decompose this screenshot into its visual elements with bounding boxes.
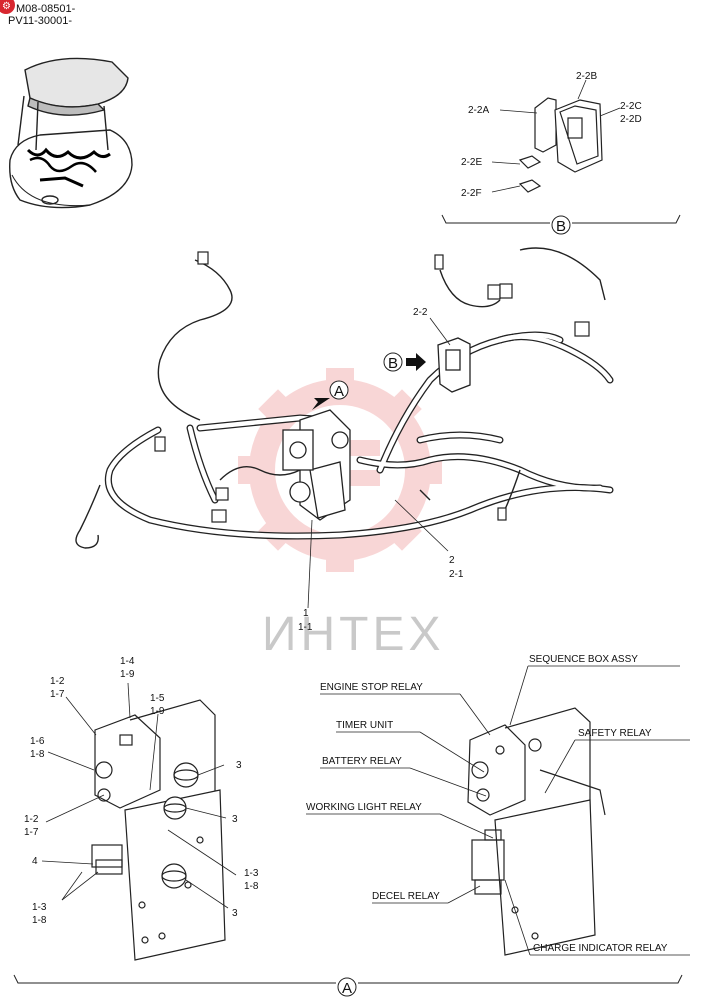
detail-b-view: 2-2A 2-2B 2-2C 2-2D 2-2E 2-2F B (441, 71, 681, 235)
label-harness: 2 (449, 555, 455, 566)
detail-a-right-drawing (467, 707, 606, 956)
view-a-marker: A (312, 380, 349, 410)
part-label-2-2D: 2-2D (620, 114, 642, 125)
serial-range-1: M08-08501- (16, 3, 76, 15)
view-a-marker-letter: A (334, 383, 344, 400)
label-1-5: 1-5 (150, 693, 165, 704)
brand-badge-symbol: ⚙ (2, 1, 11, 12)
relay-2-2-mini (437, 337, 471, 393)
label-1-7-top: 1-7 (50, 689, 65, 700)
detail-b-callout-letter: B (556, 218, 566, 235)
label-engine-stop-relay: ENGINE STOP RELAY (320, 682, 423, 693)
label-1-8-right: 1-8 (244, 881, 259, 892)
label-1-6: 1-6 (30, 736, 45, 747)
label-safety-relay: SAFETY RELAY (578, 728, 652, 739)
detail-a-bracket (13, 974, 683, 984)
detail-a-left-leaders (41, 682, 237, 909)
label-1-8-left: 1-8 (32, 915, 47, 926)
watermark: ИНТЕХ (238, 368, 445, 661)
label-1-3-right: 1-3 (244, 868, 259, 879)
serial-range-2: PV11-30001- (8, 15, 72, 27)
part-label-2-2B: 2-2B (576, 71, 597, 82)
detail-b-bracket (441, 214, 681, 224)
relay-2-2-drawing (518, 97, 603, 193)
label-1-7-mid: 1-7 (24, 827, 39, 838)
label-1-3-left: 1-3 (32, 902, 47, 913)
label-1-8-top: 1-8 (30, 749, 45, 760)
view-b-arrow-icon (406, 353, 426, 371)
view-b-marker-letter: B (388, 355, 398, 372)
part-label-2-2F: 2-2F (461, 188, 482, 199)
label-harness-sub: 2-1 (449, 569, 464, 580)
label-1-9-top: 1-9 (120, 669, 135, 680)
wiring-harness-assembly (75, 247, 614, 549)
label-timer-unit: TIMER UNIT (336, 720, 393, 731)
detail-a-right-leaders (306, 665, 690, 956)
header: ⚙ M08-08501- PV11-30001- (0, 0, 76, 27)
detail-b-callout-circle (551, 215, 571, 235)
label-battery-relay: BATTERY RELAY (322, 756, 402, 767)
sequence-box-mini (282, 409, 351, 521)
label-sequence-box: 1 (303, 608, 309, 619)
view-a-arrow-icon (312, 398, 330, 410)
label-3-top: 3 (236, 760, 242, 771)
label-harness-relay: 2-2 (413, 307, 428, 318)
label-1-2-mid: 1-2 (24, 814, 39, 825)
label-4: 4 (32, 856, 38, 867)
label-1-4: 1-4 (120, 656, 135, 667)
label-decel-relay: DECEL RELAY (372, 891, 440, 902)
part-label-2-2A: 2-2A (468, 105, 489, 116)
label-working-light-relay: WORKING LIGHT RELAY (306, 802, 422, 813)
detail-a-left-drawing (91, 699, 226, 961)
watermark-text: ИНТЕХ (262, 608, 445, 661)
label-charge-indicator-relay: CHARGE INDICATOR RELAY (533, 943, 668, 954)
part-label-2-2E: 2-2E (461, 157, 482, 168)
brand-badge-icon (0, 0, 15, 14)
label-3-bottom: 3 (232, 908, 238, 919)
label-3-mid: 3 (232, 814, 238, 825)
view-b-marker: B (383, 352, 426, 372)
label-sequence-box-assy: SEQUENCE BOX ASSY (529, 654, 638, 665)
detail-a-callout-letter: A (342, 980, 352, 997)
machine-overview-illustration (9, 57, 133, 209)
part-label-2-2C: 2-2C (620, 101, 642, 112)
label-1-9-mid: 1-9 (150, 706, 165, 717)
label-sequence-box-sub: 1-1 (298, 622, 313, 633)
detail-a-callout-circle (337, 977, 357, 997)
label-1-2-top: 1-2 (50, 676, 65, 687)
